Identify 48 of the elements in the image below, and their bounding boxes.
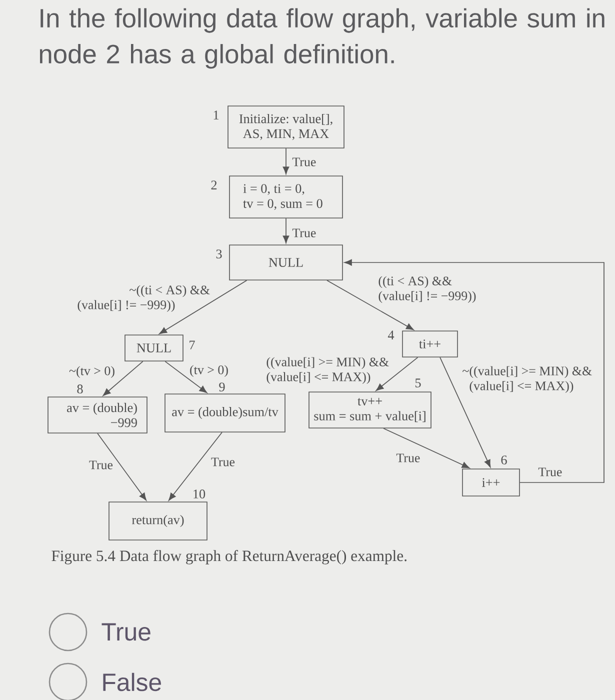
node-number: 9 (219, 382, 225, 392)
process-box: av = (double)sum/tv (164, 394, 286, 432)
process-box: NULL (229, 244, 343, 280)
node-number: 5 (415, 378, 421, 388)
arrow (168, 432, 222, 501)
process-box: return(av) (108, 502, 208, 540)
node-number: 10 (194, 490, 206, 498)
node-number: 8 (77, 384, 83, 394)
node-number: 1 (214, 110, 218, 120)
edge-label: True (396, 454, 420, 462)
answer-option: True (102, 623, 150, 641)
figure-caption: Figure 5.4 Data flow graph of ReturnAverage() example. (52, 550, 406, 564)
answer-option: False (103, 672, 161, 692)
edge-label: True (292, 158, 316, 166)
arrow (440, 356, 491, 468)
process-box: av = (double) −999 (48, 396, 148, 434)
process-box: i = 0, ti = 0, tv = 0, sum = 0 (229, 176, 343, 218)
process-box: Initialize: value[], AS, MIN, MAX (228, 106, 344, 148)
process-box: i++ (462, 468, 520, 496)
edge-label: ~((ti < AS) && (value[i] != −999)) (78, 285, 210, 312)
arrow (159, 280, 248, 334)
process-box: tv++ sum = sum + value[i] (308, 392, 432, 428)
arrow (282, 148, 290, 174)
node-number: 6 (501, 456, 507, 464)
edge-label: ((value[i] >= MIN) && (value[i] <= MAX)) (266, 357, 389, 384)
arrow (102, 360, 144, 396)
node-number: 3 (216, 250, 222, 258)
edge-label: ((ti < AS) && (value[i] != −999)) (378, 276, 476, 303)
edge-label: ~(tv > 0) (69, 366, 114, 378)
question-text: In the following data flow graph, variable sum in node 2 has a global definition. (40, 8, 604, 69)
edge-label: (tv > 0) (190, 365, 228, 377)
arrow (282, 218, 290, 244)
process-box: NULL (124, 334, 184, 362)
edge-label: True (538, 468, 562, 476)
edge-label: ~((value[i] >= MIN) && (value[i] <= MAX)) (462, 366, 592, 393)
arrow (97, 432, 147, 501)
node-number: 4 (388, 330, 394, 340)
edge-label: True (89, 460, 113, 470)
arrow (376, 356, 418, 391)
edge-label: True (211, 458, 235, 466)
node-number: 7 (190, 340, 195, 350)
arrow (344, 259, 604, 483)
arrow (383, 428, 470, 468)
arrow (326, 280, 414, 330)
process-box: ti++ (402, 330, 458, 358)
arrow (164, 360, 208, 393)
node-number: 2 (211, 180, 217, 190)
edge-label: True (292, 228, 316, 238)
